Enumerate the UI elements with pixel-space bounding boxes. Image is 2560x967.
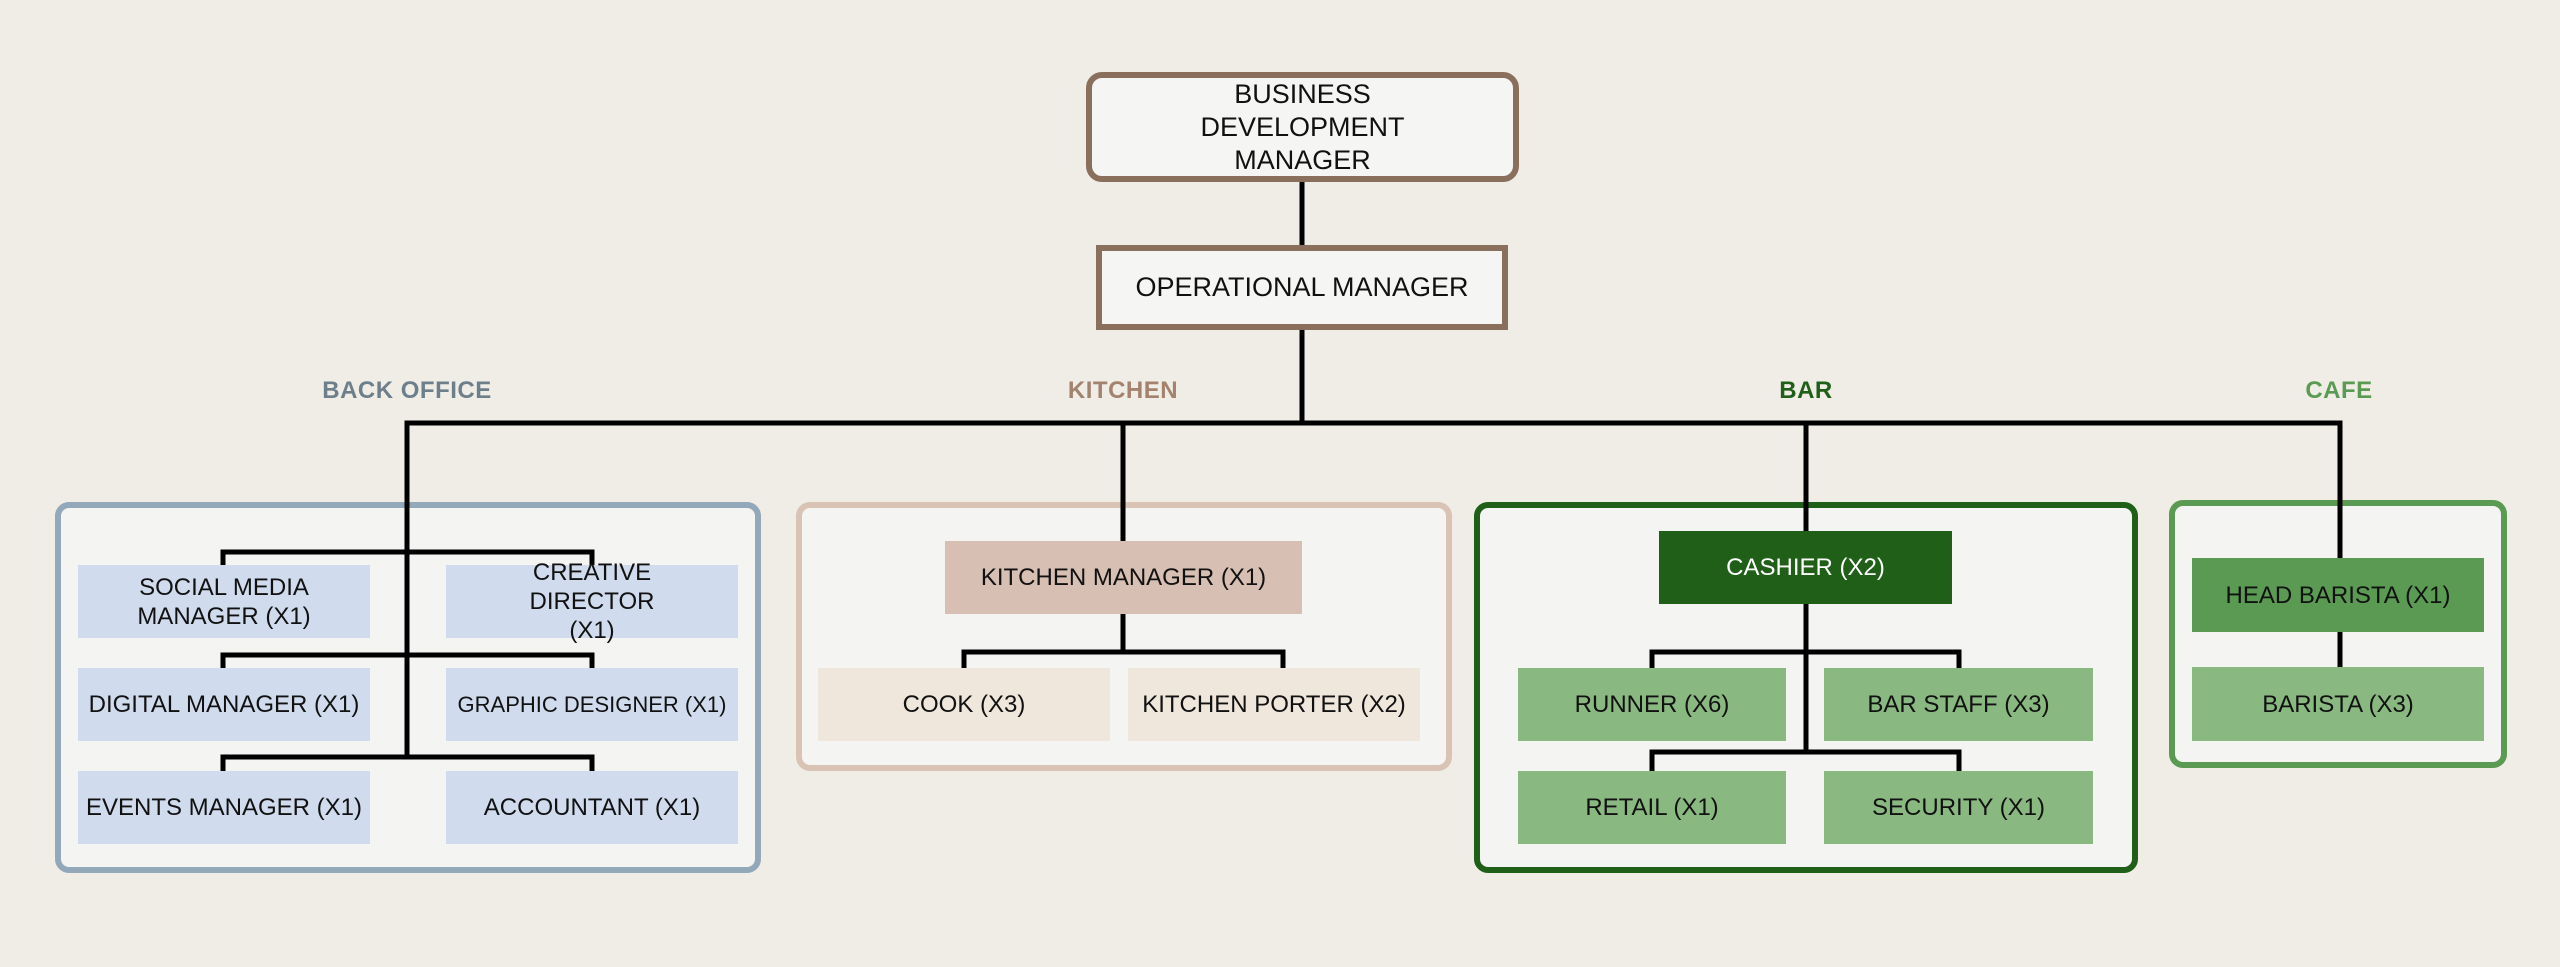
events-manager: EVENTS MANAGER (X1) (78, 771, 370, 844)
connector-bar-row1 (1649, 649, 1962, 671)
runner: RUNNER (X6) (1518, 668, 1786, 741)
barista: BARISTA (X3) (2192, 667, 2484, 741)
connector-kitchen-staff (961, 649, 1286, 671)
creative-director: CREATIVE DIRECTOR (X1) (446, 559, 738, 644)
kitchen-label: KITCHEN (1067, 377, 1179, 404)
connector-bo-row2 (220, 652, 595, 671)
security: SECURITY (X1) (1824, 771, 2093, 844)
bar-staff: BAR STAFF (X3) (1824, 668, 2093, 741)
bar-label: BAR (1779, 377, 1833, 404)
connector-bo-row1 (220, 549, 595, 568)
retail: RETAIL (X1) (1518, 771, 1786, 844)
kitchen-porter: KITCHEN PORTER (X2) (1128, 668, 1420, 741)
head-barista: HEAD BARISTA (X1) (2192, 558, 2484, 632)
social-media-manager: SOCIAL MEDIA MANAGER (X1) (78, 565, 370, 638)
operational-manager: OPERATIONAL MANAGER (1096, 245, 1508, 330)
business-development-manager: BUSINESS DEVELOPMENT MANAGER (1086, 72, 1519, 182)
cook: COOK (X3) (818, 668, 1110, 741)
kitchen-manager: KITCHEN MANAGER (X1) (945, 541, 1302, 614)
graphic-designer: GRAPHIC DESIGNER (X1) (446, 668, 738, 741)
cashier: CASHIER (X2) (1659, 531, 1952, 604)
connector-bar-row2 (1649, 749, 1962, 774)
connector-bo-row3 (220, 754, 595, 774)
cafe-label: CAFE (2305, 377, 2373, 404)
digital-manager: DIGITAL MANAGER (X1) (78, 668, 370, 741)
accountant: ACCOUNTANT (X1) (446, 771, 738, 844)
back-office-label: BACK OFFICE (322, 377, 492, 404)
